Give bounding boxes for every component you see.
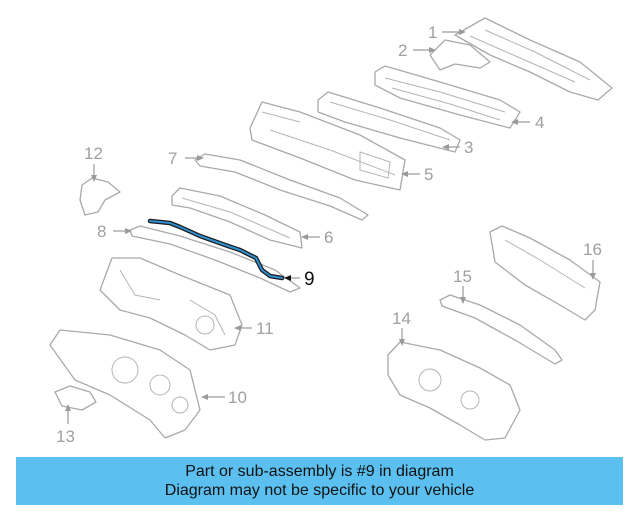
callout-14: 14 <box>392 309 411 328</box>
part-8-lower-seal[interactable] <box>129 225 301 293</box>
callout-1: 1 <box>428 23 437 42</box>
part-12-bracket[interactable] <box>79 177 121 216</box>
callout-15: 15 <box>453 267 472 286</box>
info-banner: Part or sub-assembly is #9 in diagram Di… <box>16 457 623 505</box>
leader-lines <box>65 29 596 424</box>
part-9-highlighted-seal[interactable] <box>147 218 285 281</box>
callout-5: 5 <box>424 165 433 184</box>
parts-diagram: 1 2 3 4 5 6 7 8 9 10 11 12 13 14 15 16 <box>49 17 613 446</box>
part-6-cowl-bracket[interactable] <box>171 187 303 249</box>
part-13-pad[interactable] <box>54 385 97 411</box>
part-3-cowl-inner[interactable] <box>317 91 461 153</box>
callout-3: 3 <box>464 138 473 157</box>
banner-line-1: Part or sub-assembly is #9 in diagram <box>185 463 454 480</box>
callout-12: 12 <box>84 144 103 163</box>
part-15-bar[interactable] <box>439 294 563 365</box>
part-11-dash-insulator[interactable] <box>99 257 243 351</box>
callout-2: 2 <box>398 41 407 60</box>
part-16-side-panel[interactable] <box>489 225 601 321</box>
part-14-dash-panel[interactable] <box>387 341 521 441</box>
callout-9: 9 <box>304 269 315 290</box>
callout-8: 8 <box>97 222 106 241</box>
callout-6: 6 <box>324 228 333 247</box>
part-5-cowl-lower[interactable] <box>249 101 406 191</box>
part-7-seal-strip[interactable] <box>194 153 369 221</box>
callout-4: 4 <box>535 113 544 132</box>
callout-13: 13 <box>56 427 75 446</box>
callout-16: 16 <box>583 240 602 259</box>
part-4-reinforcement[interactable] <box>374 65 521 129</box>
banner-line-2: Diagram may not be specific to your vehi… <box>164 482 475 499</box>
part-10-dash-insulator[interactable] <box>49 329 201 439</box>
callout-10: 10 <box>228 388 247 407</box>
part-1-cowl-panel[interactable] <box>454 17 613 101</box>
callout-11: 11 <box>256 319 274 338</box>
callout-7: 7 <box>168 149 177 168</box>
part-2-bracket[interactable] <box>429 39 491 71</box>
